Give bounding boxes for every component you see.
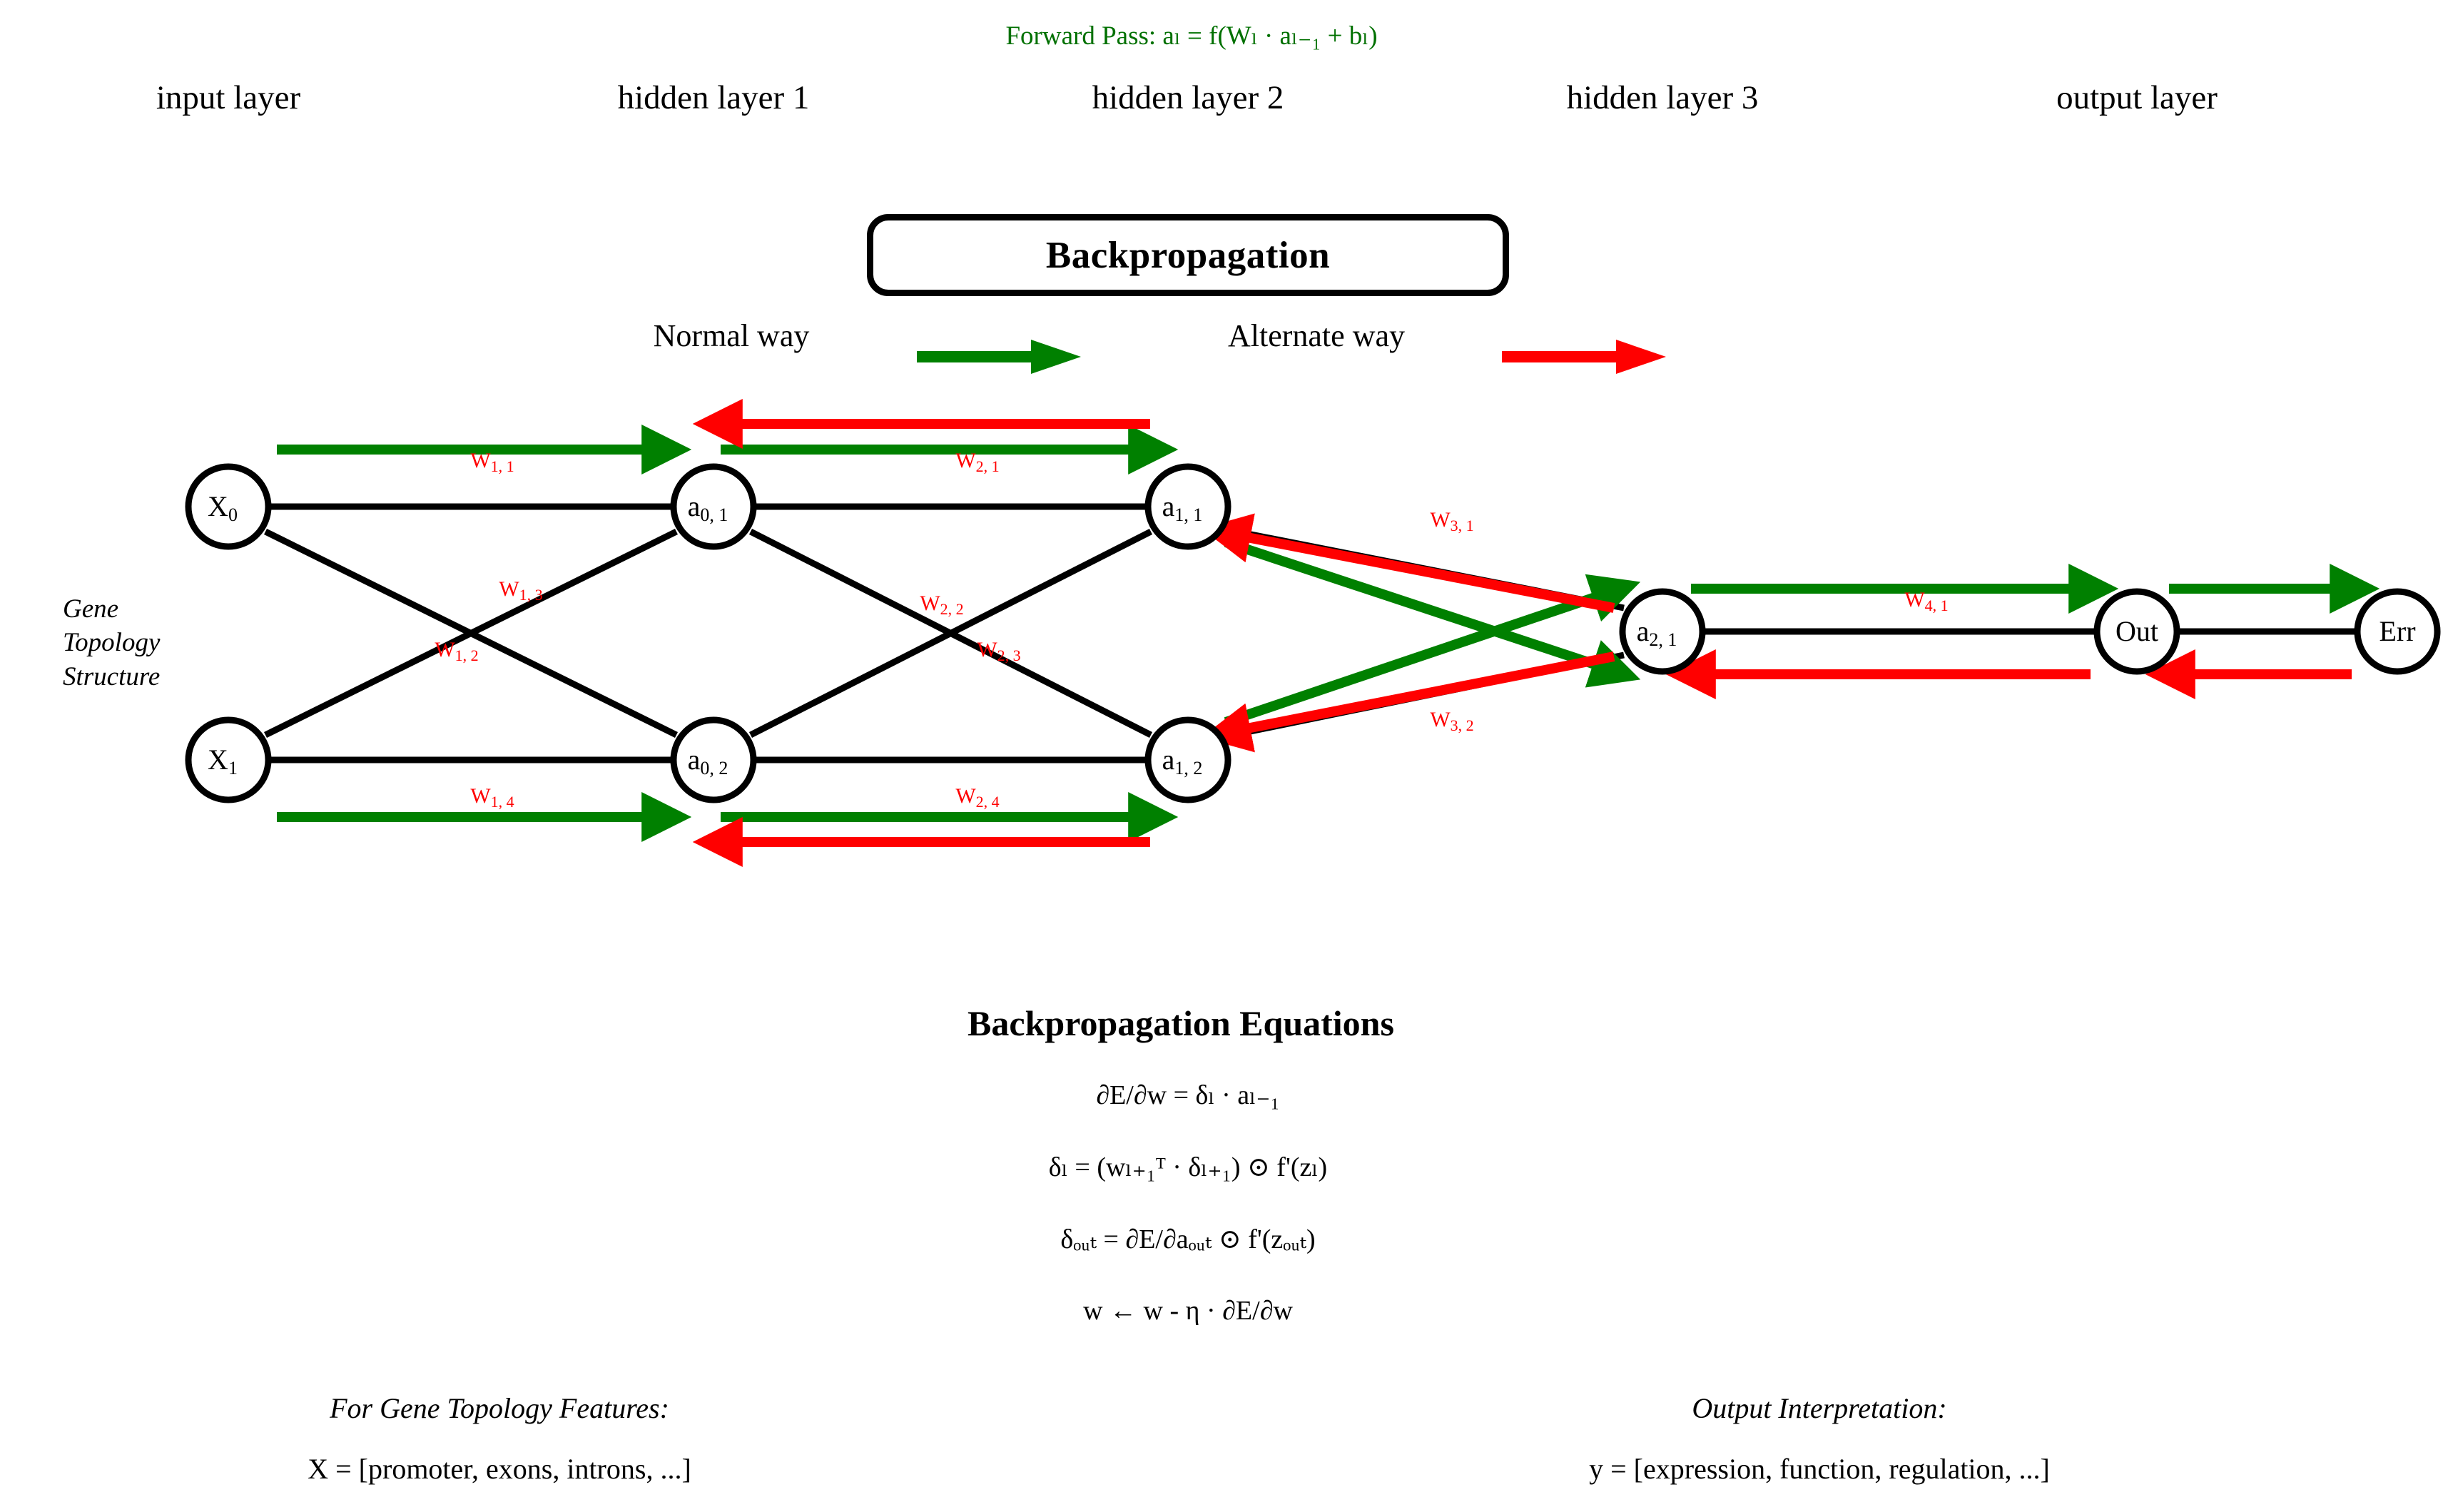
gene-topology-structure-label: Gene Topology Structure — [63, 592, 160, 694]
backpropagation-box: Backpropagation — [867, 214, 1509, 296]
node-x1[interactable]: X1 — [185, 716, 272, 803]
equation-delta-layer: δₗ = (wₗ₊₁ᵀ · δₗ₊₁) ⊙ f'(zₗ) — [1048, 1152, 1328, 1182]
node-circle — [2354, 588, 2441, 675]
weight-label: W3, 1 — [1430, 508, 1473, 534]
footnote-left-body: X = [promoter, exons, introns, ...] — [308, 1453, 691, 1485]
layer-label-input: input layer — [156, 79, 301, 116]
footnote-right-title: Output Interpretation: — [1692, 1392, 1947, 1424]
node-a01[interactable]: a0, 1 — [670, 463, 757, 550]
node-a12[interactable]: a1, 2 — [1144, 716, 1231, 803]
forward-pass-equation: Forward Pass: aₗ = f(Wₗ · aₗ₋₁ + bₗ) — [1005, 21, 1378, 51]
legend-normal-arrow — [917, 340, 1081, 374]
equations-title: Backpropagation Equations — [967, 1003, 1394, 1043]
node-a21[interactable]: a2, 1 — [1619, 588, 1706, 675]
node-x0[interactable]: X0 — [185, 463, 272, 550]
network-edges-forward — [277, 425, 2380, 842]
equation-weight-update: w ← w - η · ∂E/∂w — [1083, 1296, 1293, 1326]
weight-label: W1, 4 — [470, 784, 514, 811]
footnote-left-title: For Gene Topology Features: — [330, 1392, 669, 1424]
gene-topology-line-3: Structure — [63, 661, 161, 691]
layer-label-hidden-2: hidden layer 2 — [1092, 79, 1284, 116]
weight-label: W1, 3 — [499, 577, 542, 604]
gene-topology-line-1: Gene — [63, 594, 119, 624]
footnote-right-body: y = [expression, function, regulation, .… — [1589, 1453, 2050, 1485]
gene-topology-line-2: Topology — [63, 628, 161, 658]
node-circle — [1144, 716, 1231, 803]
node-err[interactable]: Err — [2354, 588, 2441, 675]
weight-label: W2, 4 — [955, 784, 999, 811]
node-a02[interactable]: a0, 2 — [670, 716, 757, 803]
layer-label-output: output layer — [2056, 79, 2218, 116]
weight-label: W2, 2 — [920, 592, 963, 618]
node-circle — [2093, 588, 2180, 675]
node-a11[interactable]: a1, 1 — [1144, 463, 1231, 550]
legend-normal-label: Normal way — [653, 318, 810, 353]
network-edges-backward — [692, 399, 2352, 867]
backpropagation-box-title: Backpropagation — [1045, 234, 1331, 276]
node-circle — [670, 716, 757, 803]
node-out[interactable]: Out — [2093, 588, 2180, 675]
node-circle — [670, 463, 757, 550]
equation-gradient-weight: ∂E/∂w = δₗ · aₗ₋₁ — [1096, 1080, 1280, 1110]
node-circle — [185, 716, 272, 803]
layer-label-hidden-1: hidden layer 1 — [617, 79, 810, 116]
weight-label: W3, 2 — [1430, 708, 1473, 734]
node-circle — [1619, 588, 1706, 675]
node-label: Out — [2116, 615, 2158, 647]
equation-delta-output: δₒᵤₜ = ∂E/∂aₒᵤₜ ⊙ f'(zₒᵤₜ) — [1060, 1224, 1316, 1254]
weight-label: W2, 3 — [977, 638, 1020, 664]
node-circle — [1144, 463, 1231, 550]
node-label: X1 — [208, 744, 238, 778]
node-label: Err — [2379, 615, 2415, 647]
legend-alternate-arrow — [1502, 340, 1666, 374]
layer-label-hidden-3: hidden layer 3 — [1566, 79, 1759, 116]
node-circle — [185, 463, 272, 550]
legend-alternate-label: Alternate way — [1228, 318, 1405, 353]
